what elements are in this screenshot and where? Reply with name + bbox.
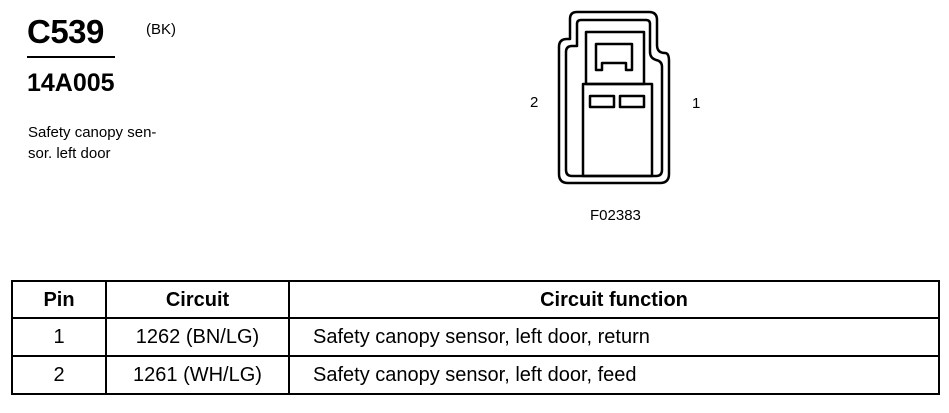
cell-circuit-function: Safety canopy sensor, left door, feed <box>288 355 940 395</box>
pin-table: Pin Circuit Circuit function 1 1262 (BN/… <box>11 280 940 395</box>
table-row: 1 1262 (BN/LG) Safety canopy sensor, lef… <box>11 317 940 357</box>
description-line-1: Safety canopy sen- <box>28 124 157 141</box>
table-row: 2 1261 (WH/LG) Safety canopy sensor, lef… <box>11 355 940 395</box>
description-line-2: sor. left door <box>28 145 111 162</box>
latch-housing <box>584 30 646 86</box>
cell-circuit-function: Safety canopy sensor, left door, return <box>288 317 940 357</box>
connector-color-code: (BK) <box>146 21 176 38</box>
pin-label-1: 1 <box>692 95 701 112</box>
cell-circuit: 1262 (BN/LG) <box>105 317 290 357</box>
header-pin: Pin <box>11 280 107 319</box>
cell-circuit: 1261 (WH/LG) <box>105 355 290 395</box>
title-underline <box>27 56 115 58</box>
connector-inner-outline <box>564 18 664 178</box>
table-header-row: Pin Circuit Circuit function <box>11 280 940 319</box>
terminal-block <box>581 82 654 178</box>
pin-label-2: 2 <box>530 94 539 111</box>
connector-face-diagram <box>557 10 671 185</box>
part-number: 14A005 <box>27 69 115 97</box>
header-circuit-function: Circuit function <box>288 280 940 319</box>
latch-tab <box>594 42 634 72</box>
connector-id: C539 <box>27 13 104 50</box>
pin-cavity-2 <box>588 94 616 109</box>
connector-outer-outline <box>557 10 671 185</box>
figure-id: F02383 <box>590 207 641 224</box>
pin-cavity-1 <box>618 94 646 109</box>
header-circuit: Circuit <box>105 280 290 319</box>
cell-pin: 2 <box>11 355 107 395</box>
cell-pin: 1 <box>11 317 107 357</box>
connector-description: Safety canopy sen- sor. left door <box>28 122 198 164</box>
